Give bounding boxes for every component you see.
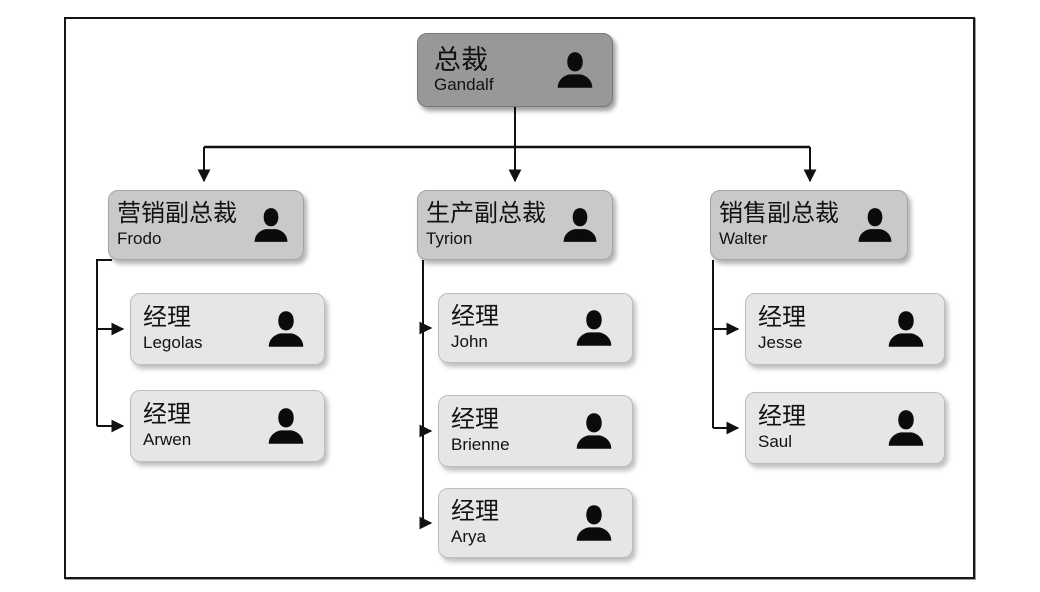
org-node-manager-legolas: 经理 Legolas (130, 293, 325, 365)
person-icon (855, 206, 895, 244)
org-node-vp-sales: 销售副总裁 Walter (710, 190, 908, 260)
node-name: Tyrion (426, 228, 473, 248)
node-title: 经理 (143, 305, 191, 332)
node-name: Arya (451, 526, 486, 546)
person-icon (560, 206, 600, 244)
org-node-manager-john: 经理 John (438, 293, 633, 363)
node-title: 经理 (758, 305, 806, 332)
person-icon (886, 309, 926, 349)
node-name: Brienne (451, 434, 510, 454)
org-node-manager-arya: 经理 Arya (438, 488, 633, 558)
person-icon (574, 308, 614, 348)
person-icon (574, 411, 614, 451)
node-title: 生产副总裁 (426, 201, 546, 228)
node-title: 营销副总裁 (117, 201, 237, 228)
person-icon (266, 406, 306, 446)
person-icon (886, 408, 926, 448)
node-name: Saul (758, 431, 793, 451)
person-icon (266, 309, 306, 349)
node-name: Arwen (143, 429, 192, 449)
node-name: Legolas (143, 332, 203, 352)
person-icon (554, 50, 596, 90)
node-title: 经理 (451, 304, 499, 331)
org-node-manager-brienne: 经理 Brienne (438, 395, 633, 467)
node-title: 经理 (143, 402, 191, 429)
person-icon (574, 503, 614, 543)
node-name: Gandalf (434, 75, 494, 95)
node-title: 经理 (451, 499, 499, 526)
org-node-manager-arwen: 经理 Arwen (130, 390, 325, 462)
node-title: 总裁 (434, 44, 488, 75)
node-name: Walter (719, 228, 768, 248)
node-name: John (451, 331, 488, 351)
node-name: Jesse (758, 332, 803, 352)
org-node-manager-jesse: 经理 Jesse (745, 293, 945, 365)
org-node-manager-saul: 经理 Saul (745, 392, 945, 464)
org-node-vp-marketing: 营销副总裁 Frodo (108, 190, 304, 260)
org-node-vp-production: 生产副总裁 Tyrion (417, 190, 613, 260)
node-title: 经理 (451, 407, 499, 434)
node-title: 经理 (758, 404, 806, 431)
node-name: Frodo (117, 228, 162, 248)
person-icon (251, 206, 291, 244)
node-title: 销售副总裁 (719, 201, 839, 228)
org-node-president: 总裁 Gandalf (417, 33, 613, 107)
